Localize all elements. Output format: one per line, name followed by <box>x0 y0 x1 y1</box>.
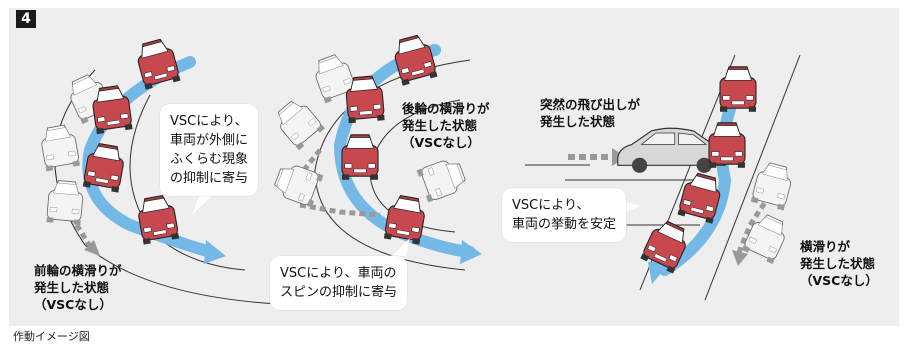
vsc-path-arrow <box>82 56 216 258</box>
vsc-arrowhead <box>460 240 482 264</box>
road-curve-outer <box>54 69 301 306</box>
car-ghost <box>46 179 85 226</box>
car-red <box>639 217 693 275</box>
label-front-skid: 前輪の横滑りが 発生した状態 （VSCなし） <box>34 263 122 312</box>
figure-number-badge: 4 <box>16 10 36 28</box>
car-red <box>719 66 757 113</box>
car-red <box>383 193 428 246</box>
vsc-arrowhead <box>204 240 226 264</box>
label-sudden-obstacle: 突然の飛び出しが 発生した状態 <box>540 97 641 129</box>
car-ghost <box>271 95 326 151</box>
car-red <box>135 193 180 246</box>
label-rear-skid: 後輪の横滑りが 発生した状態 （VSCなし） <box>402 101 490 150</box>
road-edge <box>704 54 801 301</box>
vsc-callout-spin: VSCにより、車両の スピンの抑制に寄与 <box>270 256 408 310</box>
vsc-callout-stabilize: VSCにより、 車両の挙動を安定 <box>502 188 627 242</box>
bubble-tail <box>392 238 410 256</box>
bubble-tail <box>192 194 214 215</box>
vsc-path-arrow <box>659 76 746 276</box>
car-ghost <box>38 123 81 172</box>
car-ghost <box>416 155 469 203</box>
car-ghost <box>750 160 796 211</box>
car-red <box>708 122 746 169</box>
figure-caption: 作動イメージ図 <box>13 330 90 343</box>
label-side-skid: 横滑りが 発生した状態 （VSCなし） <box>800 239 878 288</box>
skid-arrowhead <box>732 250 748 266</box>
skid-arrow <box>735 193 773 256</box>
skid-arrow <box>299 202 381 218</box>
road-curve-outer <box>314 59 471 271</box>
vsc-path-arrow <box>333 44 476 258</box>
skid-arrowhead <box>84 240 100 256</box>
car-red <box>341 134 379 181</box>
car-ghost <box>741 210 791 265</box>
vsc-callout-understeer: VSCにより、 車両が外側に ふくらむ現象 の抑制に寄与 <box>160 104 259 196</box>
